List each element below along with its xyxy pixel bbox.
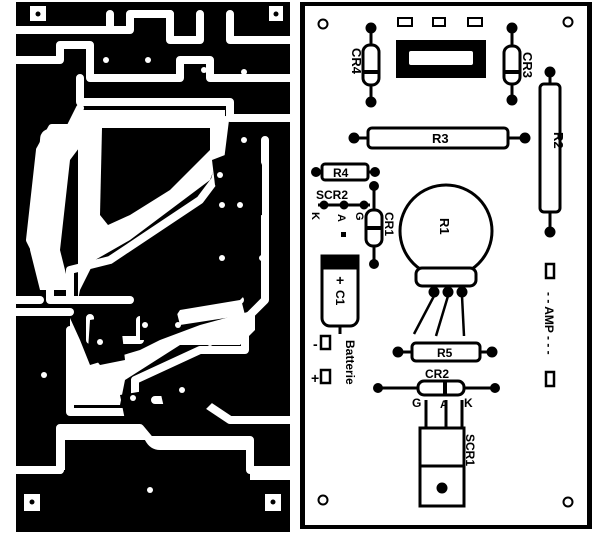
amp-label: - - AMP - - - — [542, 292, 556, 355]
cr2-label: CR2 — [425, 367, 449, 381]
battery-plus-terminal — [319, 368, 332, 385]
scr1-g-label: G — [412, 396, 421, 410]
battery-plus-label: + — [311, 370, 319, 386]
battery-minus-terminal — [319, 334, 332, 351]
r4-resistor — [311, 162, 380, 182]
r5-resistor — [392, 341, 498, 363]
scr2-k-label: K — [309, 212, 321, 220]
r2-resistor — [538, 66, 562, 238]
r3-label: R3 — [432, 131, 449, 146]
c1-label: C1 — [333, 290, 347, 306]
copper-layout-panel — [12, 2, 294, 532]
scr2-a-label: A — [335, 214, 347, 222]
r1-label: R1 — [437, 218, 452, 235]
scr2-label: SCR2 — [316, 188, 348, 202]
r2-label: R2 — [551, 132, 566, 149]
cr2-diode — [373, 379, 500, 397]
r4-label: R4 — [333, 166, 349, 180]
solder-pads — [37, 29, 265, 493]
scr2-dot — [341, 232, 346, 237]
battery-label: Batterie — [343, 340, 357, 385]
scr2-g-label: G — [353, 212, 365, 221]
scr2-thyristor — [318, 200, 370, 210]
mounting-hole-centers-left — [29, 11, 279, 505]
cr4-label: CR4 — [349, 48, 364, 75]
battery-minus-label: - — [313, 336, 318, 352]
scr1-a-label: A — [440, 399, 448, 411]
cr4-diode — [361, 22, 381, 108]
scr1-thyristor — [418, 400, 466, 508]
cr1-label: CR1 — [382, 212, 396, 236]
cr1-diode — [364, 181, 384, 269]
mounting-holes-right — [317, 16, 574, 508]
c1-plus-label: + — [336, 272, 344, 288]
r5-label: R5 — [437, 346, 453, 360]
amp-terminals — [544, 262, 556, 388]
copper-islands — [88, 128, 262, 420]
r1-potentiometer — [398, 183, 494, 337]
fuse-holder — [396, 17, 486, 78]
scr1-k-label: K — [464, 396, 473, 410]
cr3-label: CR3 — [520, 52, 535, 78]
c1-capacitor — [320, 254, 360, 334]
r3-resistor — [348, 126, 531, 150]
scr1-label: SCR1 — [463, 434, 477, 466]
cr3-diode — [502, 22, 522, 106]
component-layout-panel: CR4 CR3 R2 R3 — [300, 2, 592, 529]
